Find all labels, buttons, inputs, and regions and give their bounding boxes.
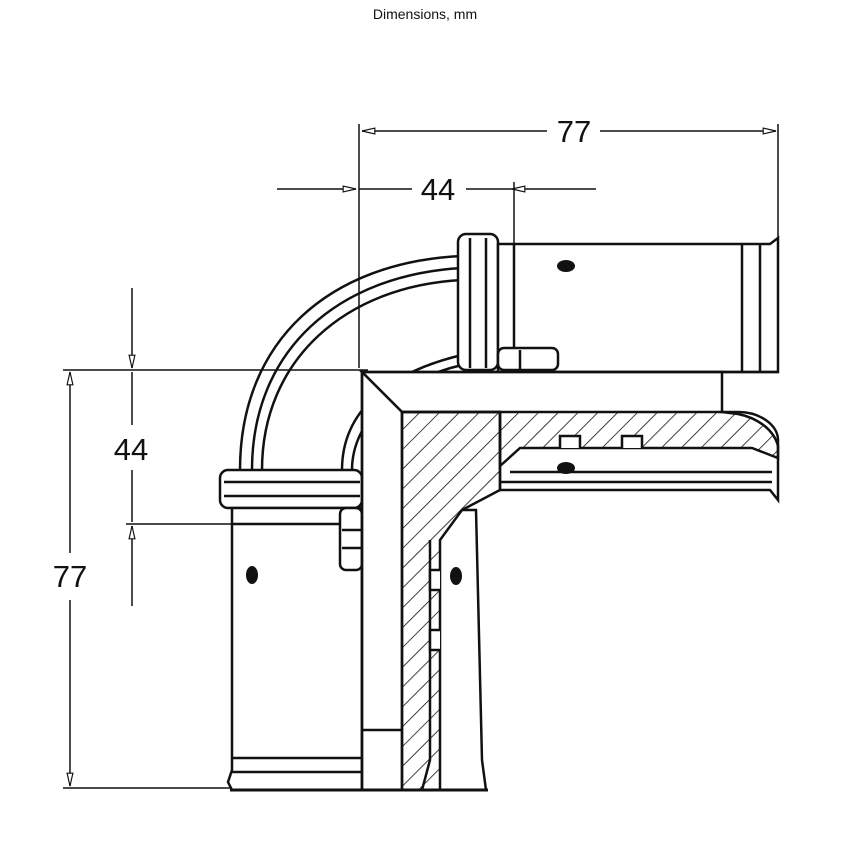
dimension-top-overall-label: 77 xyxy=(557,114,591,149)
dimension-left-inner-label: 44 xyxy=(114,432,148,467)
diagram-caption: Dimensions, mm xyxy=(372,6,478,22)
inspection-hole-bottom xyxy=(246,566,258,584)
dimension-top-inner-label: 44 xyxy=(421,172,455,207)
press-sleeve-bottom xyxy=(218,468,364,792)
extension-lines xyxy=(63,124,779,789)
inspection-hole-section-bottom xyxy=(450,567,462,585)
elbow-section xyxy=(358,368,780,792)
inspection-hole-section-right xyxy=(557,462,575,474)
dimension-left-overall-label: 77 xyxy=(53,559,87,594)
inspection-hole-right xyxy=(557,260,575,272)
press-sleeve-right xyxy=(456,232,780,374)
